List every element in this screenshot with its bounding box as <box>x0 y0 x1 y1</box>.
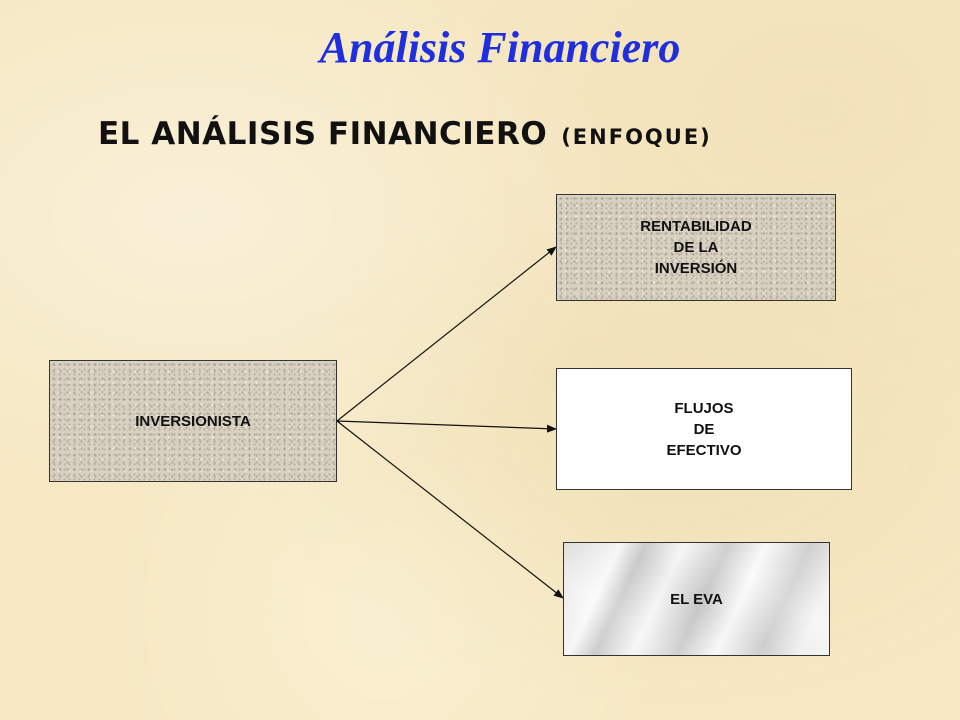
arrow-to-flujos <box>336 420 557 433</box>
flujos-box: FLUJOS DE EFECTIVO <box>556 368 852 490</box>
inversionista-box: INVERSIONISTA <box>49 360 337 482</box>
flujos-label: FLUJOS DE EFECTIVO <box>666 399 742 459</box>
rentabilidad-box: RENTABILIDAD DE LA INVERSIÓN <box>556 194 836 301</box>
subtitle: EL ANÁLISIS FINANCIERO (ENFOQUE) <box>98 116 712 152</box>
page-title: Análisis Financiero <box>319 23 681 72</box>
subtitle-paren: (ENFOQUE) <box>561 125 712 149</box>
arrow-to-eva <box>336 420 564 599</box>
arrow-to-rentabilidad <box>336 246 557 422</box>
rentabilidad-label: RENTABILIDAD DE LA INVERSIÓN <box>640 218 752 277</box>
inversionista-label: INVERSIONISTA <box>135 412 251 430</box>
subtitle-main: EL ANÁLISIS FINANCIERO <box>98 116 548 152</box>
eva-box: EL EVA <box>563 542 830 656</box>
eva-label: EL EVA <box>670 590 723 608</box>
